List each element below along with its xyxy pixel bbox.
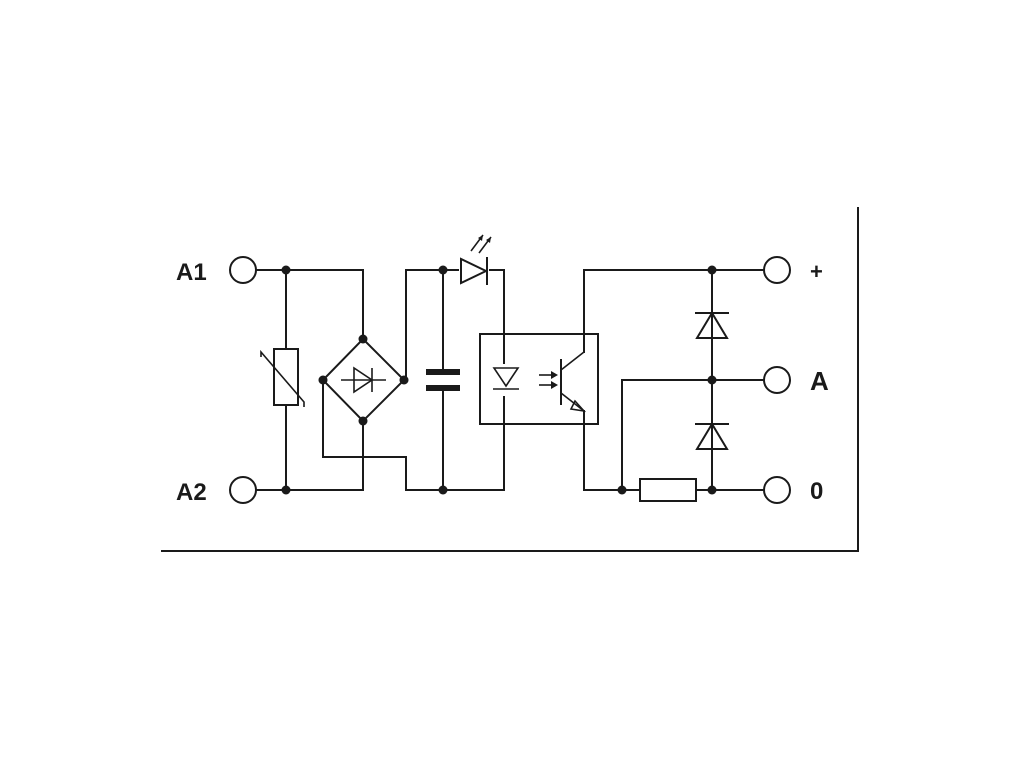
- terminal-a2: [229, 476, 257, 504]
- resistor-symbol: [639, 478, 697, 502]
- terminal-a: [763, 366, 791, 394]
- varistor-symbol: [260, 348, 305, 407]
- diagram-frame: [161, 207, 859, 552]
- optocoupler-symbol: [479, 269, 599, 491]
- protection-diode-lower: [695, 422, 729, 450]
- terminal-label-a2: A2: [176, 479, 207, 506]
- output-wiring: [583, 269, 765, 491]
- terminal-label-a: A: [810, 366, 829, 396]
- input-wiring: [256, 269, 505, 491]
- terminal-label-plus: +: [810, 259, 823, 284]
- terminal-zero: [763, 476, 791, 504]
- led-indicator-symbol: [460, 234, 492, 285]
- capacitor-symbol: [426, 369, 460, 391]
- terminal-label-zero: 0: [810, 478, 823, 505]
- junction-dots: [281, 265, 717, 495]
- terminal-plus: [763, 256, 791, 284]
- terminal-label-a1: A1: [176, 259, 207, 286]
- protection-diode-upper: [695, 311, 729, 339]
- bridge-rectifier-symbol: [321, 337, 406, 423]
- terminal-a1: [229, 256, 257, 284]
